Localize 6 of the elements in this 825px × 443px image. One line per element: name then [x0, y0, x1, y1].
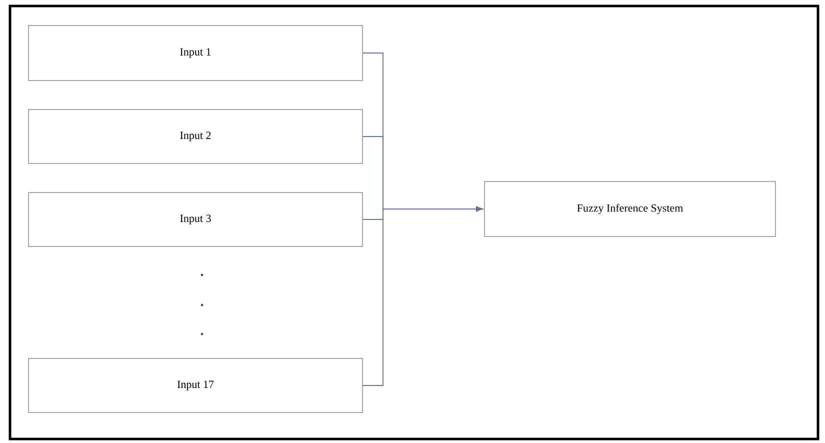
connector-arrow [362, 206, 483, 386]
input-box: Input 1 [28, 25, 363, 81]
input-box: Input 3 [28, 192, 363, 247]
input-box: Input 17 [28, 358, 363, 413]
fis-box: Fuzzy Inference System [484, 181, 776, 237]
input-box: Input 2 [28, 109, 363, 164]
